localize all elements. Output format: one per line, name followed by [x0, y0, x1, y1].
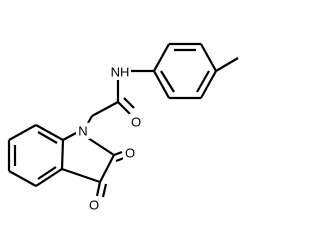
bond: [61, 167, 101, 184]
ring-nitrogen-label: N: [78, 124, 87, 139]
bond: [91, 101, 119, 117]
bond: [87, 115, 93, 124]
amide-oxygen-label: O: [131, 115, 141, 130]
label-mask: [129, 114, 143, 130]
bond: [196, 70, 210, 93]
bond: [153, 43, 170, 72]
bond-lines: [7, 42, 239, 198]
chemical-structure: NH O N O O: [7, 42, 239, 213]
ketone-oxygen-1-label: O: [125, 146, 135, 161]
bond: [8, 170, 37, 187]
bond: [115, 156, 125, 163]
bond: [113, 150, 123, 157]
bond: [153, 70, 170, 99]
bond: [200, 70, 217, 99]
bond: [117, 101, 131, 115]
label-mask: [109, 63, 131, 80]
label-mask: [87, 196, 101, 212]
label-mask: [123, 145, 137, 161]
bond: [101, 183, 108, 198]
bond: [99, 154, 115, 183]
bond: [215, 57, 239, 72]
bond: [35, 168, 63, 187]
ketone-oxygen-2-label: O: [89, 198, 99, 213]
bond: [62, 132, 77, 141]
bond: [35, 124, 64, 141]
bond: [95, 181, 102, 197]
bond: [37, 131, 58, 144]
amide-nh-label: NH: [111, 65, 130, 80]
bond: [8, 124, 37, 141]
bond: [87, 137, 115, 156]
atom-labels: NH O N O O: [76, 63, 143, 213]
bond: [123, 97, 135, 109]
bond: [160, 70, 175, 93]
bond: [200, 43, 217, 72]
label-mask: [76, 123, 90, 139]
bond: [37, 166, 57, 180]
bond: [60, 139, 65, 170]
